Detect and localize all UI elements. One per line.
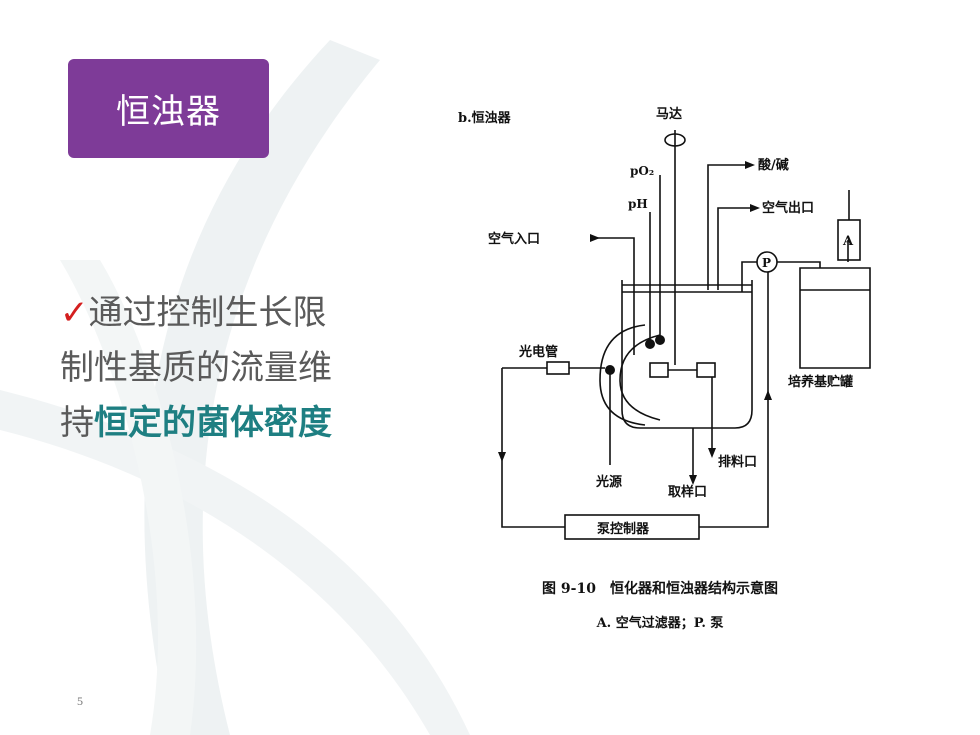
- discharge-label: 排料口: [718, 454, 757, 470]
- pump-letter: P: [762, 256, 771, 270]
- title-box: 恒浊器: [68, 59, 269, 158]
- page-number: 5: [77, 694, 83, 708]
- check-icon: ✓: [60, 293, 89, 333]
- po2-label: pO₂: [630, 164, 654, 178]
- body-line-1: 通过控制生长限: [88, 293, 327, 333]
- slide-title: 恒浊器: [116, 92, 221, 132]
- acid-base-label: 酸/碱: [758, 157, 789, 173]
- light-source-label: 光源: [595, 474, 622, 490]
- figure-subcaption: A. 空气过滤器；P. 泵: [596, 616, 724, 631]
- panel-label: b.恒浊器: [458, 110, 512, 126]
- sampling-label: 取样口: [668, 484, 707, 500]
- photocell-label: 光电管: [518, 344, 558, 360]
- body-paragraph: ✓通过控制生长限 制性基质的流量维 持恒定的菌体密度: [60, 286, 400, 451]
- body-line-2: 制性基质的流量维: [60, 348, 332, 388]
- figure-caption: 图 9-10 恒化器和恒浊器结构示意图: [542, 581, 778, 597]
- body-line-3-prefix: 持: [60, 403, 94, 443]
- diagram-svg: b.恒浊器 马达 pO₂ pH 酸/碱 空气出口 空气入口 A P 光电管 培养…: [458, 106, 871, 540]
- turbidostat-diagram: b.恒浊器 马达 pO₂ pH 酸/碱 空气出口 空气入口 A P 光电管 培养…: [440, 95, 880, 655]
- air-outlet-label: 空气出口: [762, 200, 814, 216]
- filter-letter: A: [842, 234, 854, 249]
- pump-controller-label: 泵控制器: [597, 521, 650, 537]
- body-highlight: 恒定的菌体密度: [94, 403, 332, 443]
- motor-label: 马达: [656, 106, 682, 122]
- air-inlet-label: 空气入口: [488, 231, 540, 247]
- ph-label: pH: [628, 197, 648, 211]
- medium-tank-label: 培养基贮罐: [788, 374, 853, 390]
